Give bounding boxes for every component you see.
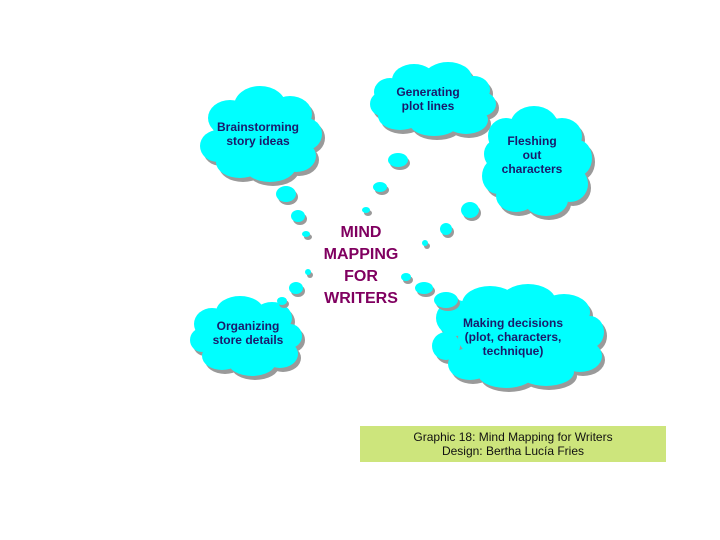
caption-line-1: Graphic 18: Mind Mapping for Writers bbox=[413, 430, 613, 444]
thought-bubble bbox=[461, 202, 481, 221]
cloud-brainstorming bbox=[200, 86, 322, 182]
node-generating-label: Generating plot lines bbox=[396, 85, 460, 113]
cloud-fleshing bbox=[482, 106, 592, 216]
thought-bubble bbox=[440, 223, 454, 238]
title-line-4: WRITERS bbox=[324, 290, 398, 307]
node-fleshing-label: Fleshing out characters bbox=[501, 134, 563, 176]
title-line-2: MAPPING bbox=[323, 246, 399, 263]
thought-bubble bbox=[422, 240, 430, 249]
thought-bubble bbox=[305, 269, 313, 278]
thought-bubble bbox=[415, 282, 435, 297]
node-brainstorming-label: Brainstorming story ideas bbox=[216, 120, 299, 148]
caption-box: Graphic 18: Mind Mapping for Writers Des… bbox=[360, 426, 666, 462]
thought-bubble bbox=[373, 182, 389, 195]
center-title: MIND MAPPING FOR WRITERS bbox=[300, 222, 422, 310]
thought-bubble bbox=[289, 282, 305, 297]
cloud-generating bbox=[370, 62, 496, 136]
thought-bubble bbox=[401, 273, 413, 284]
cloud-organizing bbox=[190, 296, 302, 376]
title-line-3: FOR bbox=[344, 268, 378, 285]
thought-bubble bbox=[388, 153, 410, 170]
node-making-label: Making decisions (plot, characters, tech… bbox=[462, 316, 564, 358]
thought-bubble bbox=[276, 186, 298, 205]
title-line-1: MIND bbox=[340, 224, 382, 241]
caption-line-2: Design: Bertha Lucía Fries bbox=[441, 444, 585, 458]
cloud-making bbox=[432, 284, 604, 388]
thought-bubble bbox=[434, 292, 460, 311]
thought-bubble bbox=[362, 207, 372, 216]
thought-bubble bbox=[291, 210, 307, 225]
thought-bubble bbox=[302, 231, 312, 240]
node-organizing-label: Organizing store details bbox=[212, 319, 284, 347]
thought-bubble bbox=[277, 297, 289, 308]
